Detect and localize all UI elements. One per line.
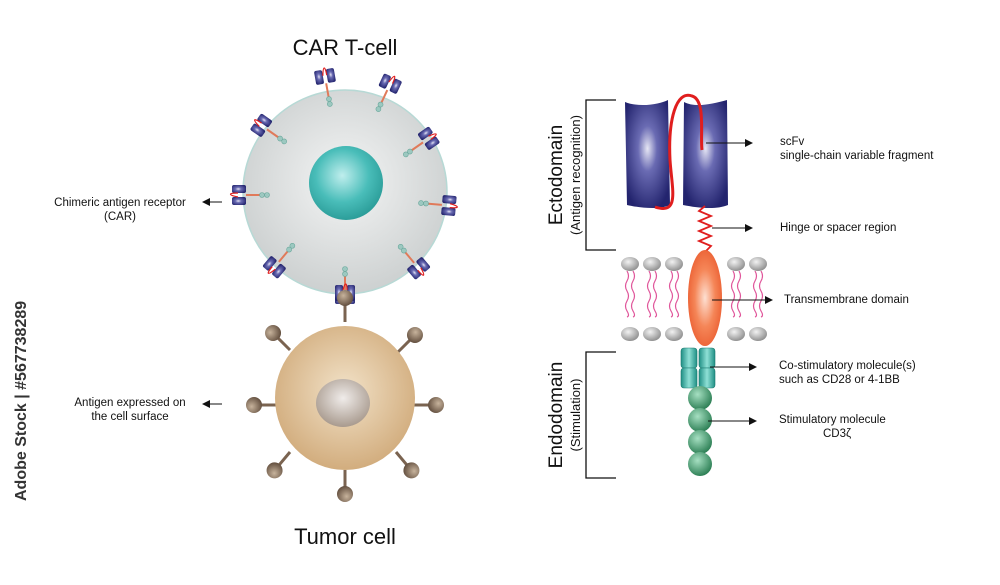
lipid-tail: [758, 270, 764, 318]
hinge: [696, 205, 714, 253]
scfv-label-line2: single-chain variable fragment: [780, 150, 934, 162]
antigen-label: Antigen expressed on the cell surface: [60, 396, 200, 424]
ectodomain-bracket: [585, 99, 616, 251]
car-label: Chimeric antigen receptor (CAR): [40, 196, 200, 224]
costim-label-line2: such as CD28 or 4-1BB: [779, 374, 900, 386]
car-label-line2: (CAR): [104, 211, 136, 223]
membrane: [621, 257, 767, 341]
lipid-tail: [646, 270, 652, 318]
stim-label: Stimulatory molecule CD3ζ: [779, 413, 979, 441]
ectodomain-subtitle: (Antigen recognition): [568, 115, 583, 235]
scfv: [625, 93, 728, 210]
lipid-head: [643, 257, 661, 271]
tumor-cell-title: Tumor cell: [294, 524, 396, 549]
lipid-head: [621, 257, 639, 271]
antigen-label-line1: Antigen expressed on: [74, 397, 186, 409]
scfv-label-line1: scFv: [780, 136, 805, 148]
lipid-tail: [736, 270, 742, 318]
lipid-tail: [624, 270, 630, 318]
lipid-head: [621, 327, 639, 341]
transmembrane-label: Transmembrane domain: [784, 294, 909, 306]
ectodomain-title: Ectodomain: [546, 124, 567, 226]
lipid-tail: [752, 270, 758, 318]
car-label-line1: Chimeric antigen receptor: [54, 197, 186, 209]
car-t-cell-title: CAR T-cell: [292, 35, 398, 60]
costim-label-line1: Co-stimulatory molecule(s): [779, 360, 916, 372]
lipid-tail: [730, 270, 736, 318]
endodomain-bracket: [585, 351, 616, 479]
linker: [654, 93, 704, 210]
transmembrane-domain: [688, 250, 722, 346]
tumor-nucleus: [316, 379, 370, 427]
lipid-head: [727, 327, 745, 341]
lipid-tail: [668, 270, 674, 318]
endodomain-title: Endodomain: [546, 361, 567, 469]
lipid-tail: [652, 270, 658, 318]
lipid-head: [727, 257, 745, 271]
stim-label-line2: CD3ζ: [823, 428, 852, 440]
ectodomain-label: Ectodomain (Antigen recognition): [546, 90, 588, 260]
lipid-head: [665, 257, 683, 271]
co-stimulatory-molecule: [680, 347, 716, 389]
lipid-head: [749, 327, 767, 341]
lipid-tail: [630, 270, 636, 318]
antigen-label-line2: the cell surface: [91, 411, 169, 423]
lipid-head: [665, 327, 683, 341]
tumor-cell: [244, 288, 446, 504]
lipid-tail: [674, 270, 680, 318]
costim-label: Co-stimulatory molecule(s) such as CD28 …: [779, 359, 979, 387]
watermark-text: Adobe Stock | #567738289: [13, 300, 30, 501]
hinge-label: Hinge or spacer region: [780, 222, 897, 234]
stim-label-line1: Stimulatory molecule: [779, 414, 886, 426]
lipid-head: [643, 327, 661, 341]
lipid-head: [749, 257, 767, 271]
endodomain-label: Endodomain (Stimulation): [546, 345, 588, 485]
scfv-label: scFv single-chain variable fragment: [780, 135, 980, 163]
stimulatory-molecule: [688, 386, 712, 476]
car-t-cell: [229, 65, 460, 307]
endodomain-subtitle: (Stimulation): [568, 378, 583, 452]
t-cell-nucleus: [309, 146, 383, 220]
